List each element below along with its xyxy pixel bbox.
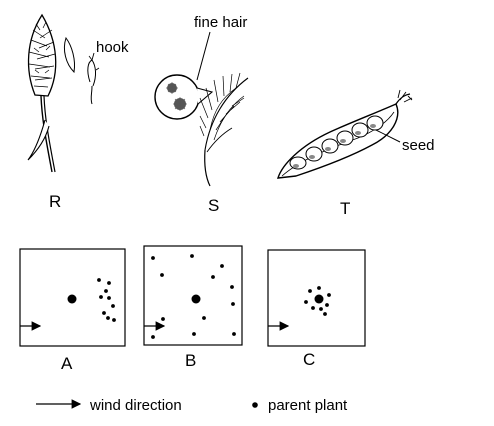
- panel-c-letter: C: [303, 350, 315, 369]
- specimen-r-letter: R: [49, 192, 61, 211]
- parent-plant-a: [67, 294, 77, 304]
- panel-a-letter: A: [61, 354, 73, 373]
- specimen-s-letter: S: [208, 196, 219, 215]
- specimen-t-letter: T: [340, 199, 350, 218]
- panel-b: [143, 245, 243, 346]
- fine-hair-label: fine hair: [194, 14, 247, 31]
- seed-label: seed: [402, 137, 435, 154]
- seed-dots-a: [97, 278, 116, 322]
- panel-c: [267, 249, 366, 347]
- legend-wind-label: wind direction: [89, 397, 182, 414]
- specimen-t-pea-pod: [277, 89, 413, 179]
- specimen-s-feathery-grass: [154, 31, 249, 187]
- specimen-r-grass: [27, 13, 100, 173]
- legend-parent-dot: [252, 402, 258, 408]
- seed-dots-b: [151, 254, 236, 339]
- hook-label: hook: [96, 39, 129, 56]
- parent-plant-b: [191, 294, 201, 304]
- parent-plant-c: [314, 294, 324, 304]
- panel-b-letter: B: [185, 351, 196, 370]
- seed-dots-c: [304, 286, 331, 316]
- panel-a: [19, 248, 126, 347]
- legend: wind direction parent plant: [36, 397, 348, 414]
- legend-parent-label: parent plant: [268, 397, 348, 414]
